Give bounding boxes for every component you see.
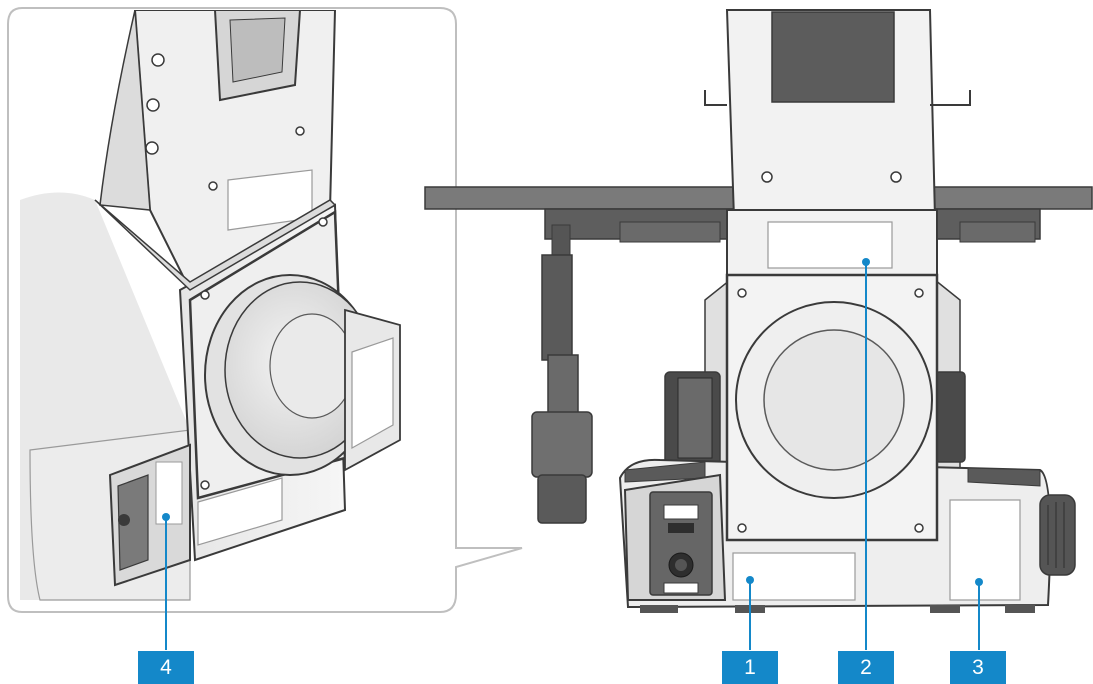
callout-label-1: 1 [722, 651, 778, 684]
callout-text-1: 1 [744, 656, 756, 679]
anchor-dot-3 [975, 578, 983, 586]
callout-text-3: 3 [972, 656, 984, 679]
arm-hole [145, 141, 159, 155]
body-top [94, 199, 337, 291]
callout-leaders [165, 262, 980, 650]
anchor-dot-2 [862, 258, 870, 266]
focus-knob [204, 274, 376, 476]
arm-hole [151, 53, 165, 67]
right-dark-module [934, 371, 966, 463]
callout-label-2: 2 [838, 651, 894, 684]
side-label-area [949, 499, 1021, 601]
stage-drive-knob [531, 411, 593, 478]
stage-drive-rod [541, 254, 573, 361]
lower-label-area [732, 552, 856, 601]
right-label-area [351, 337, 394, 450]
callout-label-3: 3 [950, 651, 1006, 684]
mid-label-area [767, 221, 893, 269]
callout-label-4: 4 [138, 651, 194, 684]
arm-hole [146, 98, 160, 112]
stage-drive-upper [551, 224, 571, 256]
arm-side-face [99, 10, 151, 211]
right-focus-knob [1039, 494, 1076, 576]
bottom-label-area [197, 477, 283, 546]
zoom-detail-view [7, 7, 523, 613]
anchor-dot-1 [746, 576, 754, 584]
connector-panel [117, 474, 149, 571]
front-port-inner [763, 329, 905, 471]
callout-anchors [162, 258, 983, 586]
stage-drive-knob-end [537, 474, 587, 524]
callout-text-2: 2 [860, 656, 872, 679]
connector-label-area [155, 461, 183, 525]
connector-port [118, 514, 130, 526]
microscope-front-view [424, 9, 1093, 613]
tower-window [771, 11, 895, 103]
anchor-dot-4 [162, 513, 170, 521]
callout-text-4: 4 [160, 656, 172, 679]
